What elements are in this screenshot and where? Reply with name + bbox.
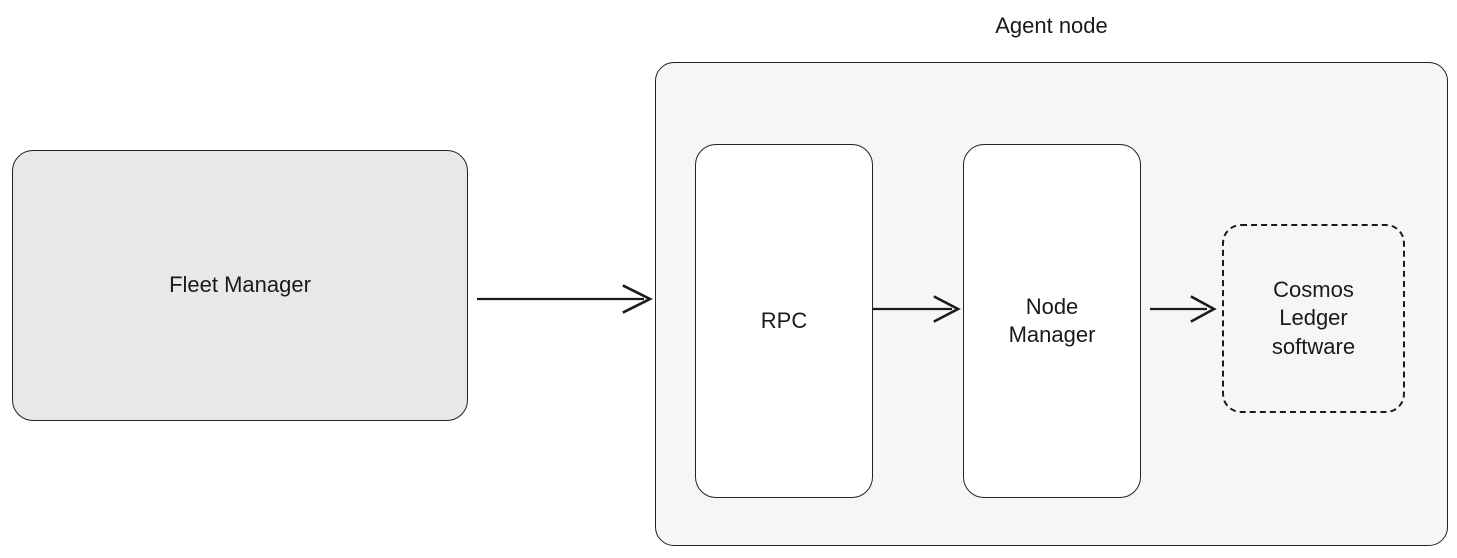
arrow-head-icon [622,284,653,314]
cosmos-ledger-software-node[interactable]: Cosmos Ledger software [1222,224,1405,413]
agent-node-title: Agent node [995,13,1108,38]
node-manager-node[interactable]: Node Manager [963,144,1141,498]
arrow-fleet-manager-to-rpc [477,284,653,314]
rpc-node[interactable]: RPC [695,144,873,498]
fleet-manager-node[interactable]: Fleet Manager [12,150,468,421]
